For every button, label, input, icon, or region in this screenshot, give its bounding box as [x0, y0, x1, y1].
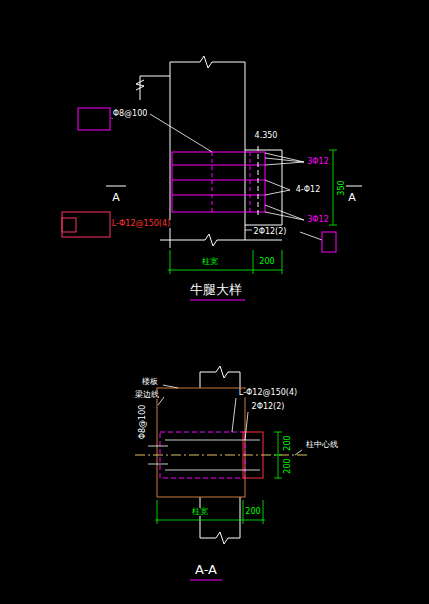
- rebar-lines: [148, 385, 302, 470]
- slab-outline: [157, 388, 245, 497]
- dimension-text: 350: [338, 179, 346, 196]
- rebar-callout: 3Φ12: [306, 158, 330, 166]
- rebar-callout: Φ8@100: [112, 110, 149, 118]
- section-letter: A: [111, 192, 121, 203]
- rebar-callout: L-Φ12@150(4): [111, 220, 171, 228]
- part-name: 梁边线: [134, 391, 160, 399]
- dimension-lines: [168, 150, 337, 274]
- callout-boxes: [62, 108, 336, 252]
- title-underline: [190, 300, 245, 301]
- section-letter: A: [347, 192, 357, 203]
- view-title: A-A: [194, 563, 218, 576]
- dimension-text: 200: [244, 508, 261, 516]
- rebar-cage: [172, 146, 265, 218]
- rebar-callout: 2Φ12(2): [251, 403, 286, 411]
- view-title: 牛腿大样: [189, 283, 243, 296]
- dimension-text: 柱宽: [191, 508, 209, 516]
- elevation-mark: 4.350: [254, 132, 279, 140]
- rebar-callout: 3Φ12: [306, 216, 330, 224]
- center-line: [135, 455, 310, 456]
- rebar-callout: 4-Φ12: [295, 186, 321, 194]
- title-underline: [190, 580, 222, 581]
- rebar-callout: L-Φ12@150(4): [238, 389, 298, 397]
- dimension-text: 200: [284, 434, 292, 451]
- dimension-text: 200: [258, 258, 275, 266]
- dimension-text: 200: [284, 457, 292, 474]
- rebar-callout: 2Φ12(2): [253, 228, 288, 236]
- part-name: 楼板: [141, 378, 159, 386]
- section-marks: [106, 186, 362, 187]
- dimension-lines: [155, 432, 282, 524]
- dimension-text: 柱宽: [201, 258, 219, 266]
- part-name: 柱中心线: [305, 441, 339, 449]
- rebar-callout: Φ8@100: [139, 404, 147, 441]
